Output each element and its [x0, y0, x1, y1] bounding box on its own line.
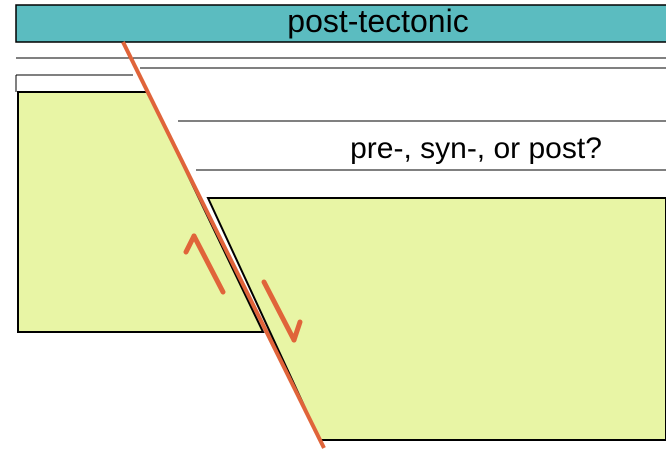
fault-line — [121, 41, 326, 449]
hanging-wall-block — [17, 91, 265, 333]
timing-question-label: pre-, syn-, or post? — [350, 132, 602, 165]
upper-motion-arrow — [183, 233, 226, 295]
lower-motion-arrow — [261, 279, 303, 343]
footwall-block — [206, 197, 666, 441]
post-tectonic-layer — [15, 4, 666, 43]
post-tectonic-label: post-tectonic — [287, 3, 468, 39]
